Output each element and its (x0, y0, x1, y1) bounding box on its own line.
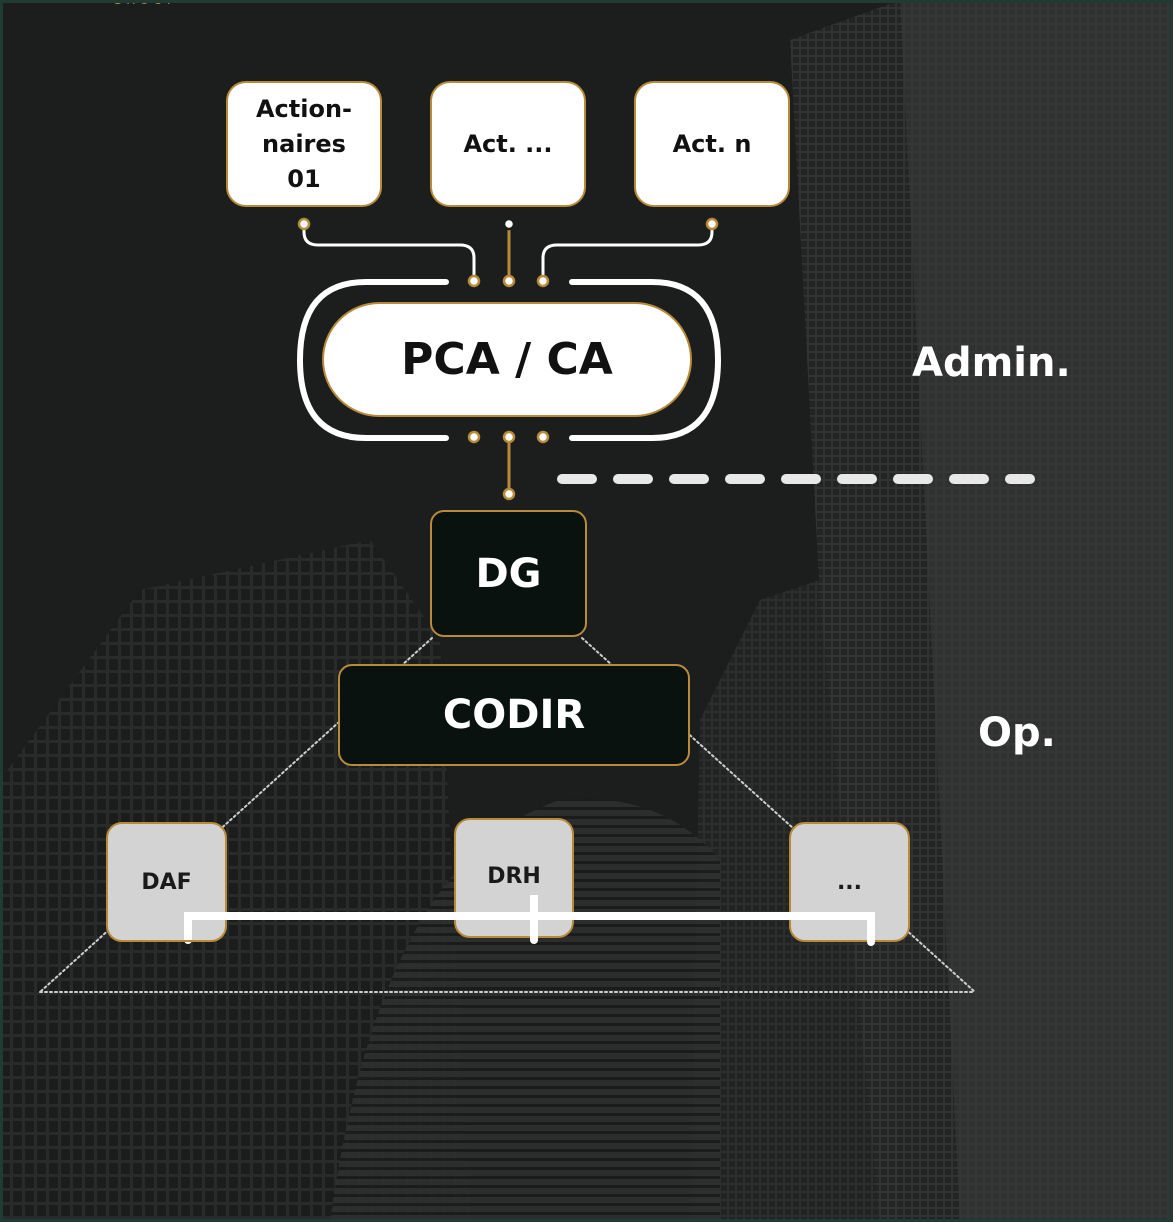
department-label: DAF (141, 869, 192, 895)
shareholder-label: Act. ... (463, 129, 553, 158)
department-label: ... (836, 869, 863, 895)
department-label: DRH (487, 864, 541, 889)
department-box-more: ... (789, 822, 910, 942)
codir-label: CODIR (442, 692, 586, 738)
shareholder-box-01: Action-naires 01 (226, 81, 382, 207)
dg-node: DG (430, 510, 587, 637)
department-box-daf: DAF (106, 822, 227, 942)
admin-level-label: Admin. (912, 340, 1071, 386)
board-label: PCA / CA (401, 334, 613, 385)
board-node: PCA / CA (322, 302, 692, 417)
operational-level-label: Op. (978, 710, 1056, 756)
shareholder-label: Action-naires 01 (255, 94, 353, 193)
codir-node: CODIR (338, 664, 690, 766)
shareholder-label: Act. n (672, 129, 752, 158)
company-logo: GROUP (112, 0, 179, 8)
shareholder-box-n: Act. n (634, 81, 790, 207)
department-box-drh: DRH (454, 818, 574, 938)
shareholder-box-ellipsis: Act. ... (430, 81, 586, 207)
dg-label: DG (475, 550, 542, 597)
